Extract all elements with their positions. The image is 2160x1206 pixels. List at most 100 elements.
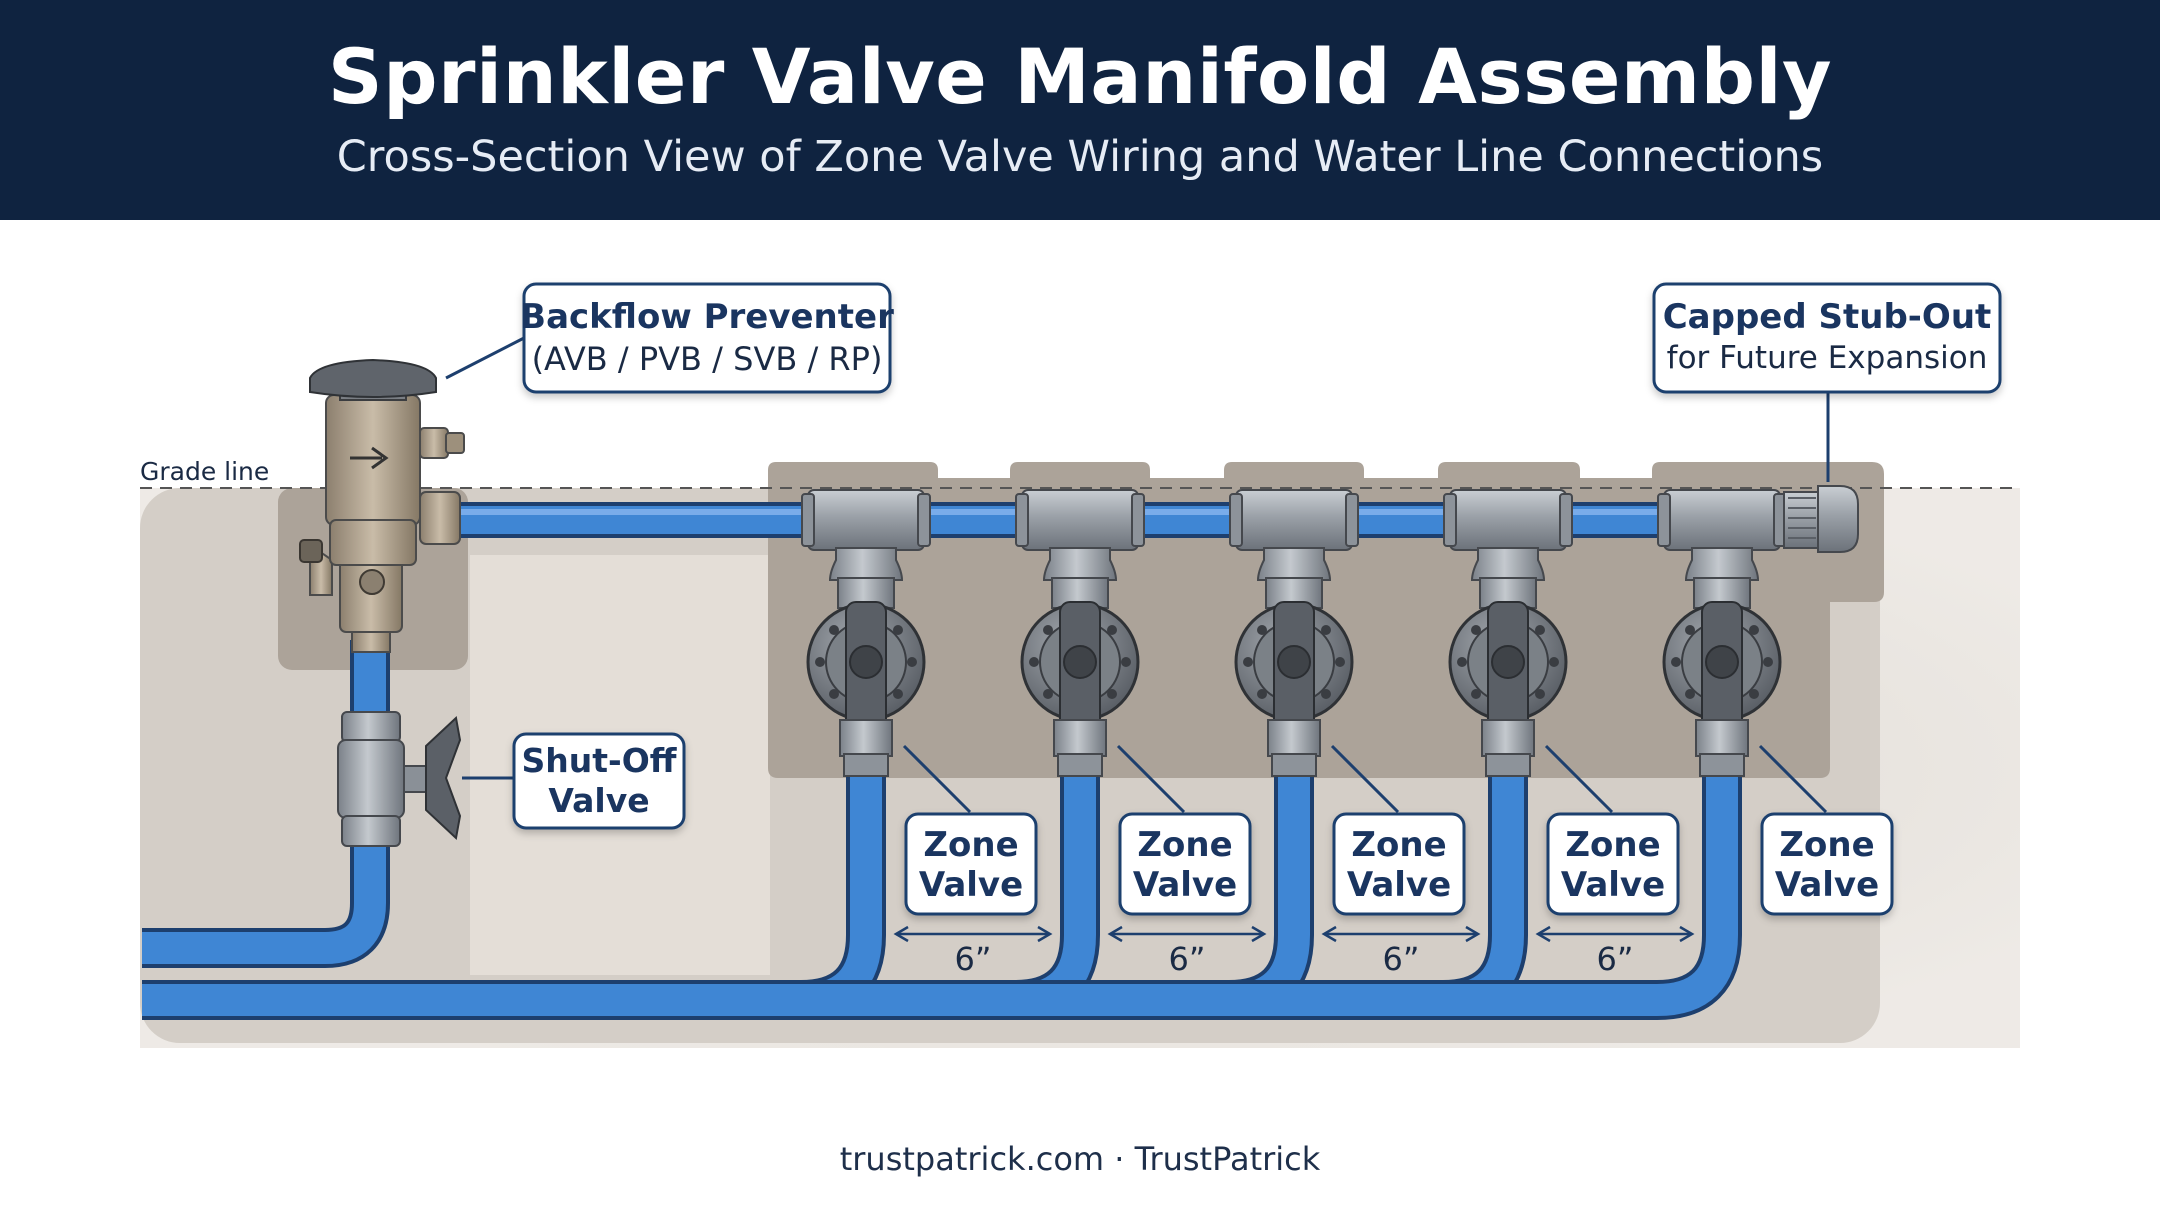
valve-outlet-adapter: [1267, 719, 1321, 757]
tee-collar-right: [1345, 493, 1359, 547]
backflow-callout-title: Backflow Preventer: [520, 297, 894, 337]
zone-valve-stem: [1277, 645, 1311, 679]
leader-lines: [445, 336, 1830, 780]
valve-bolt: [1471, 625, 1481, 635]
zone-leader-lines: [902, 744, 1828, 814]
tee-fitting: [1663, 489, 1781, 551]
zone-callout-box: [1118, 812, 1252, 916]
spacing-dimension: 6”: [1107, 925, 1267, 978]
dimension-arrow-left: [1535, 925, 1551, 943]
manifold-diagram: Grade line: [140, 282, 2020, 1048]
valve-bolt: [1749, 689, 1759, 699]
tee-outlet: [1684, 547, 1760, 581]
valve-outlet-collar: [1271, 753, 1317, 777]
zone-callout-line2: Valve: [1347, 865, 1451, 905]
dimension-arrow-left: [1321, 925, 1337, 943]
valve-bolt: [1107, 625, 1117, 635]
spacing-dimension: 6”: [1535, 925, 1695, 978]
dimension-arrow-right: [1679, 925, 1695, 943]
spacing-dimensions: 6” 6” 6” 6”: [893, 925, 1695, 978]
valve-bolt: [893, 625, 903, 635]
valve-outlet-adapter: [839, 719, 893, 757]
tee-collar-left: [1657, 493, 1671, 547]
zone-valve-stem: [1491, 645, 1525, 679]
valve-outlet-collar: [1485, 753, 1531, 777]
spacing-dimension: 6”: [893, 925, 1053, 978]
valve-bolt: [1749, 625, 1759, 635]
capped-callout-title: Capped Stub-Out: [1663, 297, 1992, 337]
zone-callout-line1: Zone: [1351, 825, 1446, 865]
backflow-preventer: [299, 358, 465, 653]
footer-credit: trustpatrick.com · TrustPatrick: [839, 1140, 1321, 1178]
zone-leader-line: [902, 744, 972, 814]
valve-bolt: [1671, 657, 1681, 667]
valve-outlet-adapter: [1481, 719, 1535, 757]
spacing-dimension: 6”: [1321, 925, 1481, 978]
spacing-label: 6”: [1169, 940, 1206, 978]
valve-bolt: [893, 689, 903, 699]
zone-valve-stem: [1063, 645, 1097, 679]
valve-bolt: [1685, 689, 1695, 699]
valve-outlet-collar: [1699, 753, 1745, 777]
page-title: Sprinkler Valve Manifold Assembly: [327, 32, 1833, 121]
valve-bolt: [1685, 625, 1695, 635]
valve-outlet-adapter: [1053, 719, 1107, 757]
tee-outlet: [1042, 547, 1118, 581]
zone-callout-line2: Valve: [919, 865, 1023, 905]
zone-callout-line2: Valve: [1775, 865, 1879, 905]
zone-valve-group: [801, 489, 1787, 777]
tee-collar-right: [1559, 493, 1573, 547]
zone-assembly: [1015, 489, 1145, 777]
dimension-arrow-right: [1037, 925, 1053, 943]
capped-callout: [1652, 282, 2002, 394]
tee-collar-left: [1015, 493, 1029, 547]
dimension-arrow-left: [1107, 925, 1123, 943]
dimension-arrow-left: [893, 925, 909, 943]
tee-outlet: [1256, 547, 1332, 581]
shutoff-callout-line2: Valve: [548, 781, 649, 820]
page-subtitle: Cross-Section View of Zone Valve Wiring …: [336, 132, 1824, 182]
zone-leader-line: [1330, 744, 1400, 814]
grade-line-label: Grade line: [140, 457, 269, 486]
tee-collar-right: [1131, 493, 1145, 547]
valve-bolt: [815, 657, 825, 667]
valve-bolt: [829, 625, 839, 635]
zone-valve-stem: [1705, 645, 1739, 679]
spacing-label: 6”: [1383, 940, 1420, 978]
zone-assembly: [1229, 489, 1359, 777]
shutoff-callout: [512, 732, 686, 830]
valve-bolt: [1043, 625, 1053, 635]
tee-collar-left: [1443, 493, 1457, 547]
backflow-callout-types: (AVB / PVB / SVB / RP): [532, 340, 883, 378]
header-banner: Sprinkler Valve Manifold Assembly Cross-…: [0, 0, 2160, 220]
capped-callout-sub: for Future Expansion: [1667, 340, 1988, 376]
valve-bolt: [1535, 689, 1545, 699]
valve-bolt: [1763, 657, 1773, 667]
valve-bolt: [1321, 625, 1331, 635]
valve-bolt: [1457, 657, 1467, 667]
tee-outlet: [828, 547, 904, 581]
capped-stub-out: [1783, 485, 1859, 553]
valve-bolt: [1549, 657, 1559, 667]
valve-bolt: [829, 689, 839, 699]
zone-valve-stem: [849, 645, 883, 679]
zone-assembly: [1657, 489, 1787, 777]
valve-bolt: [1471, 689, 1481, 699]
zone-callout-line2: Valve: [1133, 865, 1237, 905]
valve-bolt: [1335, 657, 1345, 667]
dimension-arrow-right: [1465, 925, 1481, 943]
zone-callout-box: [1332, 812, 1466, 916]
zone-leader-line: [1758, 744, 1828, 814]
valve-outlet-adapter: [1695, 719, 1749, 757]
main-feed-pipe: [142, 640, 390, 968]
shutoff-callout-line1: Shut-Off: [521, 741, 677, 780]
tee-fitting: [1449, 489, 1567, 551]
valve-outlet-collar: [843, 753, 889, 777]
valve-outlet-collar: [1057, 753, 1103, 777]
tee-collar-left: [1229, 493, 1243, 547]
valve-bolt: [1535, 625, 1545, 635]
